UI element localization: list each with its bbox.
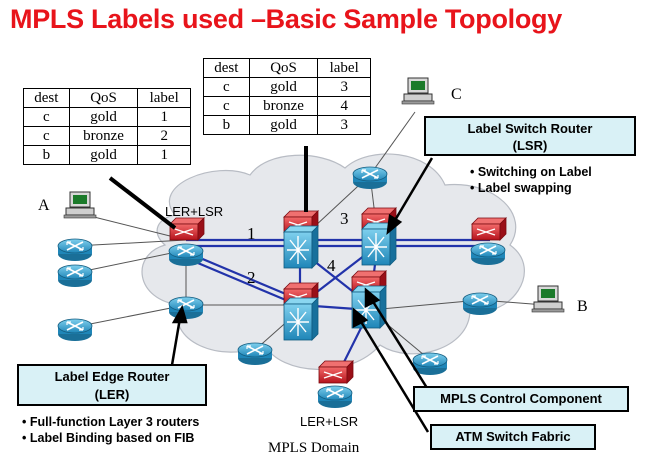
host-label-c: C [451,86,462,103]
router-icon [168,296,204,320]
ler-lsr-label-bottom: LER+LSR [300,414,359,429]
ler-callout: Label Edge Router (LER) [17,364,207,406]
list-item: Label swapping [470,180,592,196]
table-cell: c [203,77,250,97]
table-cell: 3 [317,115,371,135]
table-header: QoS [68,88,139,108]
table-cell: gold [68,107,139,127]
table-cell: c [23,126,70,146]
host-a-computer-icon [63,191,97,219]
list-item: Full-function Layer 3 routers [22,414,199,430]
host-c-computer-icon [401,77,435,105]
table-header: dest [23,88,70,108]
lsr-callout: Label Switch Router (LSR) [424,116,636,156]
router-icon [352,166,388,190]
core-switch-bottom-left [283,282,319,341]
table-cell: gold [248,77,319,97]
table-header: label [137,88,191,108]
list-item: Switching on Label [470,164,592,180]
callout-arrows [170,157,434,433]
link-label-4: 4 [327,256,336,275]
label-table-right: dest QoS label c gold 3 c bronze 4 b gol… [203,58,371,135]
table-header: label [317,58,371,78]
page-title: MPLS Labels used –Basic Sample Topology [10,4,562,34]
mpls-control-component-box: MPLS Control Component [413,386,629,412]
core-switch-1 [283,210,319,269]
table-cell: b [23,145,70,165]
list-item: Label Binding based on FIB [22,430,199,446]
link-label-1: 1 [247,224,256,243]
atm-switch-fabric-box: ATM Switch Fabric [430,424,596,450]
table-cell: c [203,96,250,116]
router-icon [57,238,93,262]
host-label-a: A [38,197,50,214]
ler-lsr-label-top: LER+LSR [165,204,224,219]
lsr-callout-subtitle: (LSR) [512,138,548,153]
table-cell: 1 [137,145,191,165]
host-label-b: B [577,298,588,315]
ler-lsr-node-bottom [317,360,354,409]
router-icon [57,318,93,342]
lsr-bullets: Switching on Label Label swapping [470,164,592,196]
table-pointers [108,146,308,230]
table-cell: b [203,115,250,135]
label-table-left: dest QoS label c gold 1 c bronze 2 b gol… [23,88,191,165]
ler-bullets: Full-function Layer 3 routers Label Bind… [22,414,199,446]
router-icon [57,264,93,288]
table-header: QoS [248,58,319,78]
link-label-3: 3 [340,209,349,228]
host-b-computer-icon [531,285,565,313]
table-header: dest [203,58,250,78]
table-cell: bronze [248,96,319,116]
ler-callout-subtitle: (LER) [94,387,130,402]
ler-callout-title: Label Edge Router [54,369,170,384]
router-icon [237,342,273,366]
table-cell: bronze [68,126,139,146]
mpls-domain-label: MPLS Domain [268,440,360,456]
lsr-callout-title: Label Switch Router [467,121,593,136]
router-icon [462,292,498,316]
table-cell: 3 [317,77,371,97]
table-cell: 2 [137,126,191,146]
table-cell: 4 [317,96,371,116]
table-cell: gold [68,145,139,165]
link-label-2: 2 [247,268,256,287]
table-cell: gold [248,115,319,135]
table-cell: c [23,107,70,127]
table-cell: 1 [137,107,191,127]
